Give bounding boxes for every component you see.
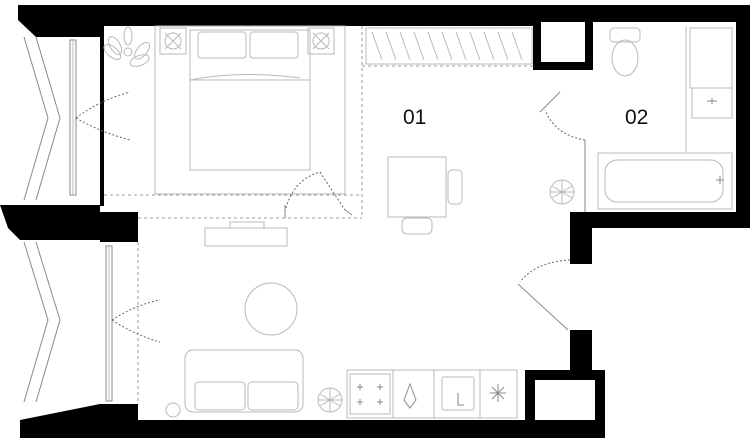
nightstand-right (307, 27, 335, 55)
desk (387, 156, 463, 235)
toilet (609, 27, 641, 43)
tap-icon (403, 382, 417, 409)
zone-outlines (104, 26, 533, 404)
sink (441, 376, 475, 411)
sofa (184, 349, 304, 413)
entrance-door (517, 259, 571, 331)
side-table (165, 402, 181, 418)
right-wall-upper (736, 5, 750, 227)
round-table (244, 282, 298, 336)
nightstand-left (159, 27, 187, 55)
balconies (23, 36, 161, 403)
balcony-upper (23, 36, 49, 201)
balcony-lower (23, 241, 49, 403)
bathroom-bottom-wall (570, 212, 750, 264)
bedroom-door (284, 171, 353, 218)
room-label-02: 02 (625, 106, 648, 129)
bed (154, 25, 346, 195)
walls (0, 5, 750, 438)
stove (349, 373, 391, 415)
bottom-wall (20, 404, 605, 438)
wardrobe (365, 27, 533, 65)
plant-kitchen-icon (317, 387, 343, 413)
top-wall (18, 5, 745, 37)
bathtub (597, 152, 733, 210)
right-wall-lower (570, 330, 592, 375)
plant-icon (103, 26, 151, 67)
bathroom (539, 26, 733, 212)
chair (447, 169, 463, 205)
bathroom-sink (691, 87, 733, 119)
left-wall-top (100, 26, 104, 206)
middle-left-wall (0, 205, 138, 242)
tv-stand (204, 221, 288, 247)
kitchen (346, 369, 518, 419)
plant-bath-icon (549, 179, 575, 205)
room-label-01: 01 (403, 106, 426, 129)
